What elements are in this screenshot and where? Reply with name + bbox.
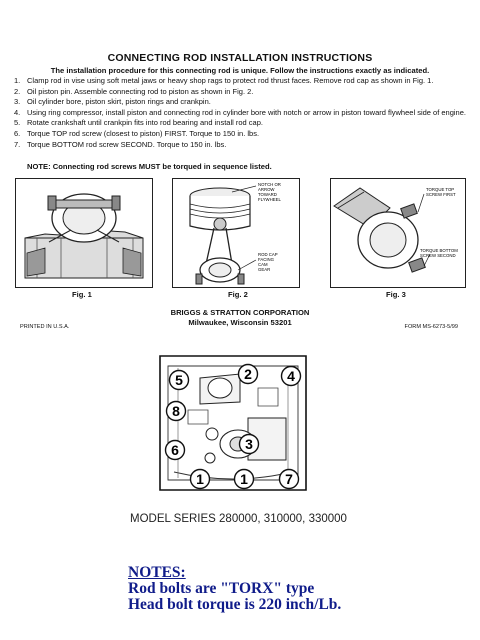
bolt-label: 6 [171,442,179,458]
callout-text: SCREW FIRST [426,192,456,197]
step-text: Torque TOP rod screw (closest to piston)… [27,128,260,138]
corporation-address: Milwaukee, Wisconsin 53201 [188,318,292,327]
step-number: 6. [14,128,21,138]
bolt-label: 8 [172,403,180,419]
manufacturer-block: BRIGGS & STRATTON CORPORATION Milwaukee,… [0,308,480,328]
step-number: 2. [14,86,21,96]
page-title: CONNECTING ROD INSTALLATION INSTRUCTIONS [107,52,373,64]
intro-text: The installation procedure for this conn… [50,66,430,75]
piston-and-rod-illustration: NOTCH OR ARROW TOWARD FLYWHEEL ROD CAP F… [172,178,300,288]
rod-screw-torque-illustration: TORQUE TOP SCREW FIRST TORQUE BOTTOM SCR… [330,178,466,288]
step-text: Clamp rod in vise using soft metal jaws … [27,76,434,85]
instruction-steps: 1. Clamp rod in vise using soft metal jaw… [14,76,468,150]
step-text: Oil cylinder bore, piston skirt, piston … [27,97,211,107]
printed-in: PRINTED IN U.S.A. [20,324,70,330]
figure-2: NOTCH OR ARROW TOWARD FLYWHEEL ROD CAP F… [172,178,300,288]
step-text: Oil piston pin. Assemble connecting rod … [27,86,254,96]
cylinder-head-illustration: 5 2 4 8 6 3 1 1 7 [159,355,307,491]
bolt-label: 2 [244,366,252,382]
step-text: Torque BOTTOM rod screw SECOND. Torque t… [27,139,227,149]
rod-clamped-in-vise-illustration [15,178,153,288]
bolt-label: 3 [245,436,253,452]
step-number: 5. [14,118,21,128]
callout-text: TORQUE BOTTOM [420,248,458,253]
notes-line-1: Rod bolts are "TORX" type [128,580,315,597]
step-item: 5. Rotate crankshaft until crankpin fits … [14,118,468,129]
callout-text: FACING [258,257,275,262]
callout-text: SCREW SECOND [420,253,456,258]
figure-1-caption: Fig. 1 [72,290,92,299]
step-number: 1. [14,76,21,85]
callout-text: NOTCH OR [258,182,281,187]
figure-2-caption: Fig. 2 [228,290,248,299]
step-number: 3. [14,97,21,107]
step-number: 4. [14,107,21,117]
head-bolt-sequence-diagram: 5 2 4 8 6 3 1 1 7 [148,348,318,503]
bolt-label: 7 [285,471,293,487]
step-item: 6. Torque TOP rod screw (closest to pisto… [14,129,468,140]
callout-text: CAM [258,262,268,267]
form-number: FORM MS-6273-5/99 [404,324,458,330]
step-item: 4. Using ring compressor, install piston … [14,108,468,119]
notes-line-2: Head bolt torque is 220 inch/Lb. [128,596,342,613]
step-text: Using ring compressor, install piston an… [27,107,466,117]
step-text: Rotate crankshaft until crankpin fits in… [27,118,263,128]
bolt-label: 1 [196,471,204,487]
corporation-name: BRIGGS & STRATTON CORPORATION [170,308,310,317]
bolt-label: 4 [287,368,295,384]
torque-note: NOTE: Connecting rod screws MUST be torq… [27,162,272,171]
callout-text: ROD CAP [258,252,278,257]
step-item: 1. Clamp rod in vise using soft metal jaw… [14,76,468,87]
step-item: 2. Oil piston pin. Assemble connecting ro… [14,87,468,98]
bolt-label: 1 [240,471,248,487]
notes-block: NOTES: Rod bolts are "TORX" type Head bo… [128,565,341,613]
callout-text: TORQUE TOP [426,187,454,192]
callout-text: FLYWHEEL [258,197,281,202]
step-item: 3. Oil cylinder bore, piston skirt, pisto… [14,97,468,108]
figure-3: TORQUE TOP SCREW FIRST TORQUE BOTTOM SCR… [330,178,466,288]
step-item: 7. Torque BOTTOM rod screw SECOND. Torque… [14,140,468,151]
notes-heading: NOTES: [128,564,186,581]
model-series: MODEL SERIES 280000, 310000, 330000 [130,513,347,525]
callout-text: GEAR [258,267,270,272]
step-number: 7. [14,139,21,149]
figure-1 [15,178,153,288]
callout-text: TOWARD [258,192,277,197]
figure-3-caption: Fig. 3 [386,290,406,299]
callout-text: ARROW [258,187,275,192]
bolt-label: 5 [175,372,183,388]
